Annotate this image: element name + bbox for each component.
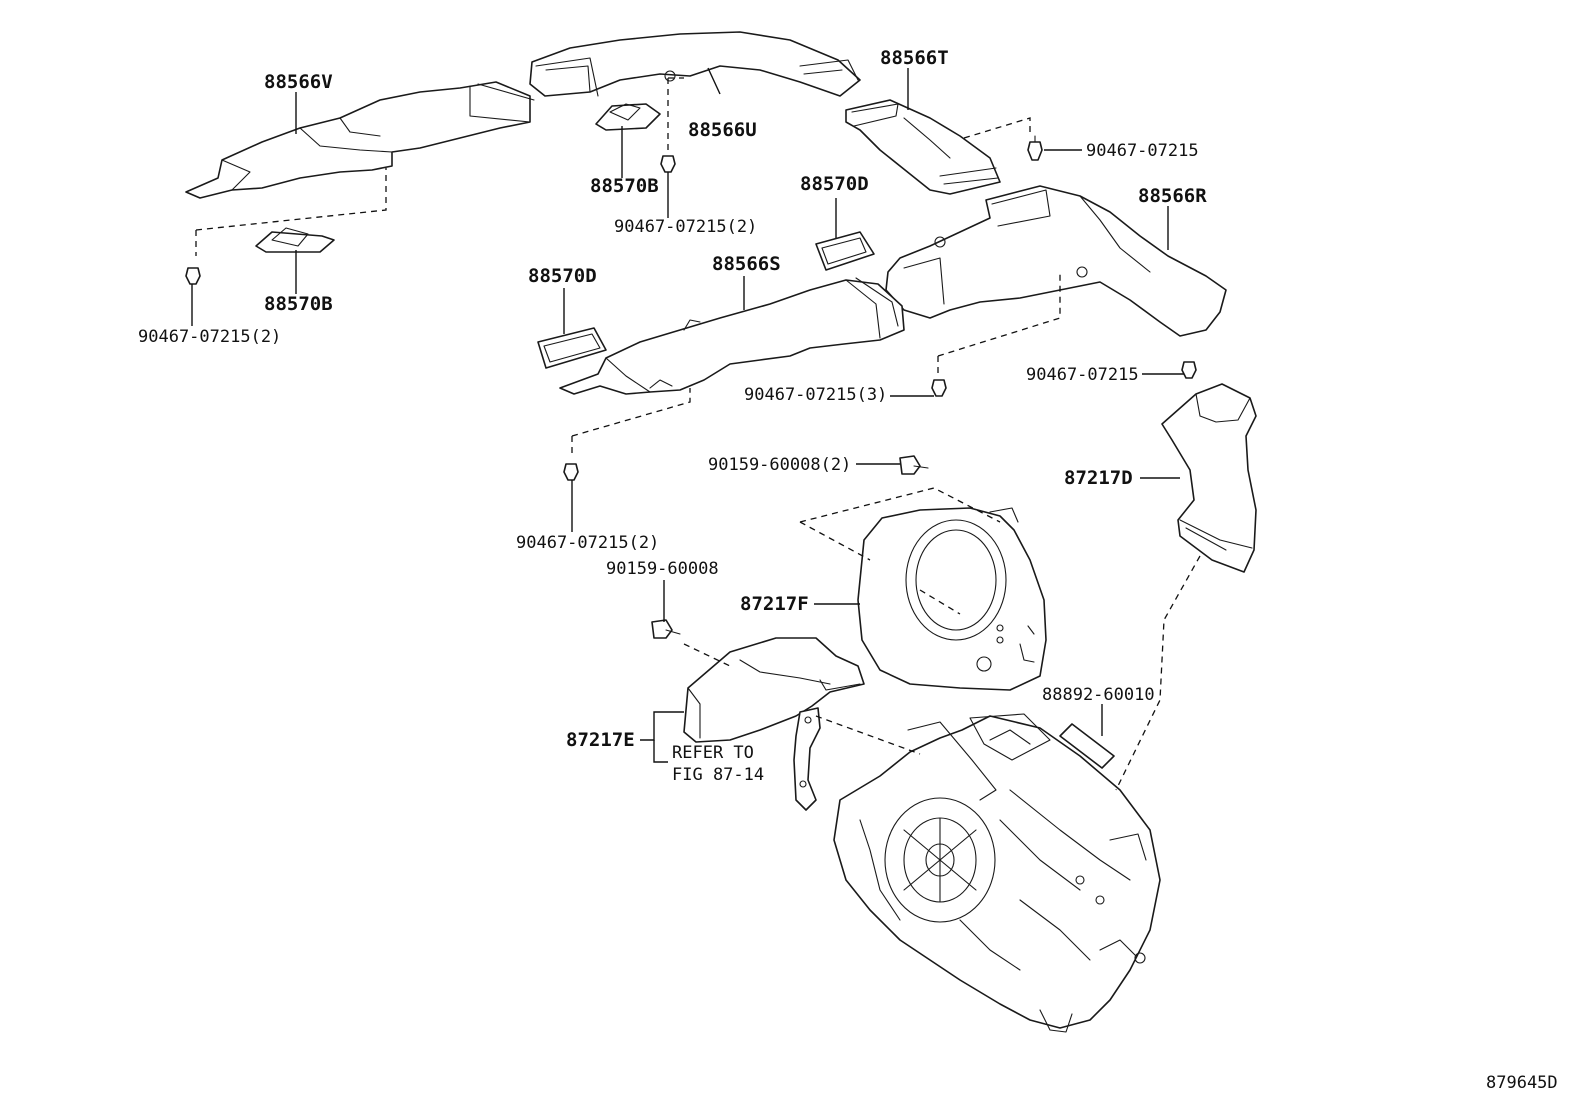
diagram-id: 879645D xyxy=(1486,1073,1558,1093)
callout-88566V: 88566V xyxy=(264,71,333,93)
duct-87217D[interactable] xyxy=(1161,383,1257,573)
callout-screw-1: 90159-60008 xyxy=(606,559,719,579)
register-88570D-right[interactable] xyxy=(815,231,875,271)
duct-88566R[interactable] xyxy=(885,185,1227,337)
register-88570B-top[interactable] xyxy=(595,103,661,131)
callout-88570B-left: 88570B xyxy=(264,293,333,315)
callout-clip-left: 90467-07215(2) xyxy=(138,327,281,347)
callout-clip-bottom: 90467-07215(2) xyxy=(516,533,659,553)
callout-screw-2: 90159-60008(2) xyxy=(708,455,851,475)
callout-87217D: 87217D xyxy=(1064,467,1133,489)
screw-icon-1[interactable] xyxy=(651,619,681,639)
callout-filter: 88892-60010 xyxy=(1042,685,1155,705)
register-88570D-left[interactable] xyxy=(537,327,607,369)
duct-88566V[interactable] xyxy=(185,81,535,199)
leader-lines xyxy=(191,67,1184,763)
clip-icon-right-mid[interactable] xyxy=(1181,361,1197,379)
callout-88570B-top: 88570B xyxy=(590,175,659,197)
callout-88570D-right: 88570D xyxy=(800,173,869,195)
duct-87217E[interactable] xyxy=(683,637,865,743)
callout-88566R: 88566R xyxy=(1138,185,1207,207)
clip-icon-top-right[interactable] xyxy=(1027,135,1043,161)
duct-88566T[interactable] xyxy=(845,99,1001,195)
assembly-lines xyxy=(195,77,1201,791)
callout-88566S: 88566S xyxy=(712,253,781,275)
duct-88566S[interactable] xyxy=(559,277,905,395)
callout-88566U: 88566U xyxy=(688,119,757,141)
callout-88570D-left: 88570D xyxy=(528,265,597,287)
clip-icon-bottom[interactable] xyxy=(563,463,579,481)
callout-labels: 88566V 88566U 88566T 88566R 88566S 88570… xyxy=(138,47,1558,1093)
refer-to-line1: REFER TO xyxy=(672,743,754,763)
hvac-unit-assembly xyxy=(833,713,1161,1033)
clip-icon-center[interactable] xyxy=(660,155,676,173)
callout-clip-top-right: 90467-07215 xyxy=(1086,141,1199,161)
callout-87217E: 87217E xyxy=(566,729,635,751)
filter-88892-60010[interactable] xyxy=(1059,723,1115,769)
register-88570B-left[interactable] xyxy=(255,227,335,253)
callout-87217F: 87217F xyxy=(740,593,809,615)
screw-icon-2[interactable] xyxy=(899,455,929,475)
callout-clip-center: 90467-07215(2) xyxy=(614,217,757,237)
callout-clip-right-mid: 90467-07215 xyxy=(1026,365,1139,385)
bracket[interactable] xyxy=(793,707,821,811)
clip-icon-left[interactable] xyxy=(185,267,201,285)
callout-clip-center-3: 90467-07215(3) xyxy=(744,385,887,405)
shroud-87217F[interactable] xyxy=(857,507,1047,691)
clip-icon-center-3[interactable] xyxy=(931,379,947,397)
callout-88566T: 88566T xyxy=(880,47,949,69)
refer-to-line2: FIG 87-14 xyxy=(672,765,764,785)
duct-88566U[interactable] xyxy=(529,31,861,97)
